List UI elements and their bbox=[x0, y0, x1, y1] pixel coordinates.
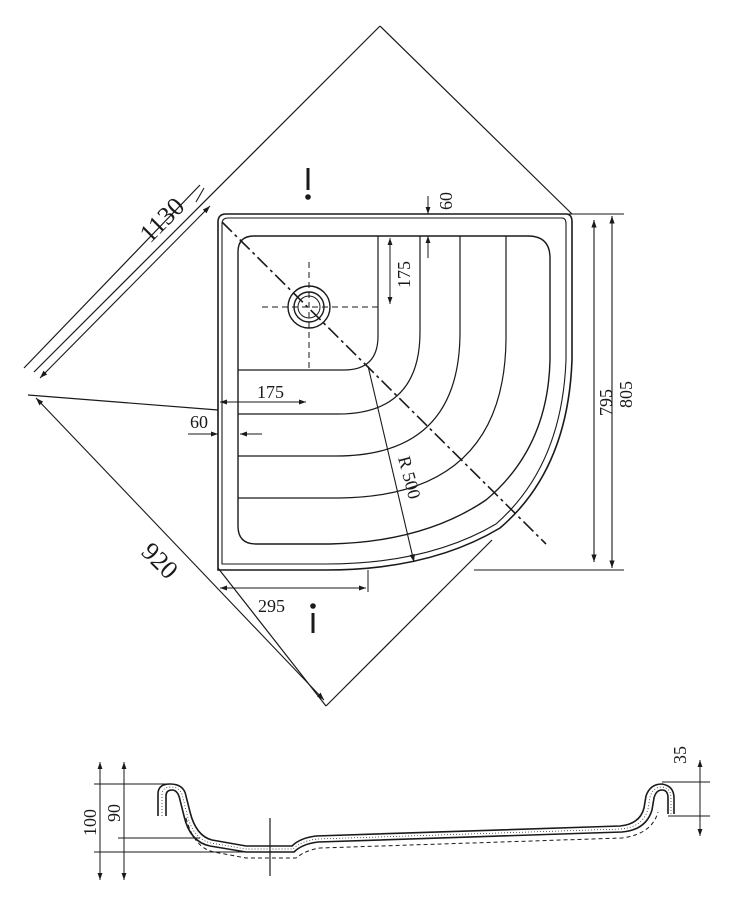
groove-1 bbox=[238, 236, 379, 371]
drain bbox=[262, 262, 378, 370]
dim-795-label: 795 bbox=[596, 389, 616, 416]
section-view: 100 90 35 bbox=[80, 746, 710, 880]
dim-295-label: 295 bbox=[258, 596, 285, 616]
plan-view: 1130 920 805 795 60 175 175 60 R 500 bbox=[23, 25, 636, 707]
dim-radius-label: R 500 bbox=[394, 454, 425, 501]
dim-60-left-label: 60 bbox=[190, 412, 208, 432]
dim-175-horiz-label: 175 bbox=[257, 382, 284, 402]
diagonal-axis bbox=[221, 221, 547, 545]
profile-bottom bbox=[165, 789, 669, 853]
dim-35-label: 35 bbox=[670, 746, 690, 764]
marker-bottom bbox=[310, 603, 316, 633]
dim-100-label: 100 bbox=[80, 809, 100, 836]
profile-top bbox=[157, 783, 675, 847]
profile-hatch bbox=[161, 786, 672, 850]
groove-3 bbox=[238, 236, 461, 457]
groove-4 bbox=[238, 236, 507, 499]
dim-920-label: 920 bbox=[136, 537, 184, 585]
dim-175-vert-label: 175 bbox=[394, 261, 414, 288]
groove-2 bbox=[238, 236, 421, 415]
dim-60-top-label: 60 bbox=[436, 192, 456, 210]
dim-1130-label: 1130 bbox=[134, 192, 191, 249]
dim-1130-line bbox=[39, 205, 211, 379]
dim-805-label: 805 bbox=[616, 381, 636, 408]
radius-leader bbox=[367, 365, 415, 563]
dim-90-label: 90 bbox=[104, 804, 124, 822]
dim-920-line bbox=[35, 397, 325, 701]
marker-top bbox=[305, 168, 311, 200]
profile-underside bbox=[185, 811, 659, 859]
